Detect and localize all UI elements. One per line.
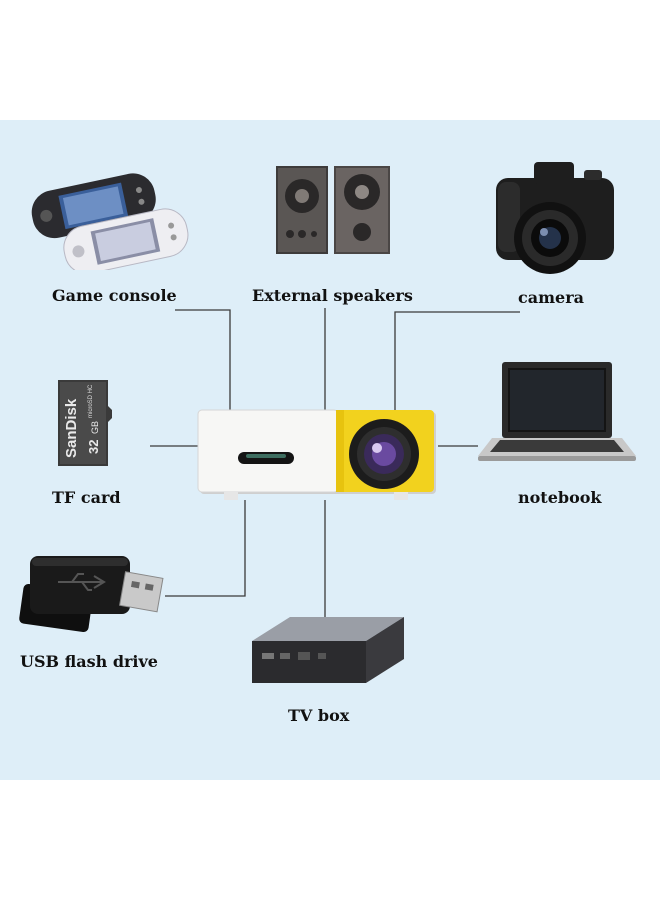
label-notebook: notebook [518,488,602,507]
notebook-icon [478,362,636,461]
usb-drive-icon [19,556,164,633]
game-console-icon [31,173,189,270]
tv-box-icon [252,617,404,683]
wire-usb [165,500,246,597]
label-external-speakers: External speakers [252,286,413,305]
projector-icon [197,409,436,500]
diagram-panel: Game console External speakers camera Sa… [0,120,660,780]
card-brand: SanDisk [63,398,80,458]
label-usb-flash-drive: USB flash drive [20,652,158,671]
sd-card-icon: SanDisk 32 GB microSD HC [58,380,112,466]
speakers-icon [276,166,390,254]
label-game-console: Game console [52,286,177,305]
camera-icon [496,162,614,274]
connection-lines [150,308,520,620]
label-camera: camera [518,288,585,307]
card-capacity: 32 [86,440,101,454]
label-tf-card: TF card [52,488,121,507]
label-tv-box: TV box [288,706,350,725]
card-type: microSD HC [88,384,94,418]
wire-camera [394,311,520,410]
wire-game-console [175,309,231,410]
card-unit: GB [90,421,100,434]
